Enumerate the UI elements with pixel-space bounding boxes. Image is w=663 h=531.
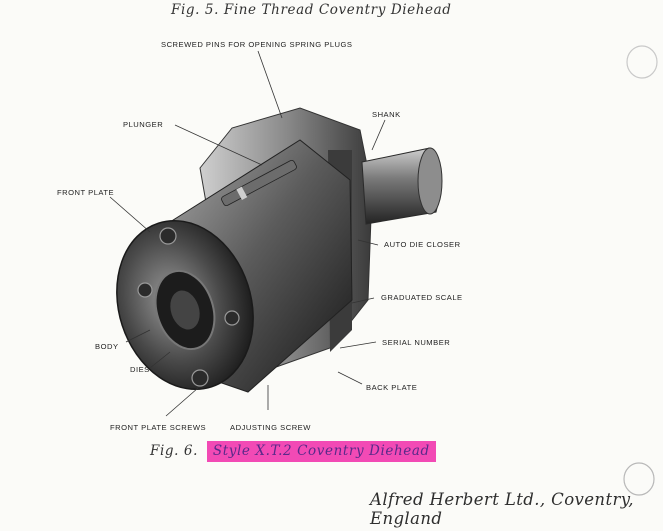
leader-plunger <box>174 124 263 166</box>
figure-5-caption: Fig. 5. Fine Thread Coventry Diehead <box>171 2 452 18</box>
figure-6-prefix: Fig. 6. <box>150 443 198 459</box>
die-bore <box>170 290 200 330</box>
publisher-footer: Alfred Herbert Ltd., Coventry, England <box>370 490 634 528</box>
leader-back-plate <box>337 371 363 385</box>
label-shank: SHANK <box>372 110 401 119</box>
front-plate-screw-top <box>159 227 177 245</box>
leader-dies <box>149 351 171 369</box>
leader-shank <box>371 119 386 151</box>
shank-end <box>417 147 443 215</box>
figure-6-caption: Fig. 6. Style X.T.2 Coventry Diehead <box>150 441 436 462</box>
leader-auto-die-closer <box>357 239 379 246</box>
label-front-plate: FRONT PLATE <box>57 188 115 197</box>
figure-6-highlight[interactable]: Style X.T.2 Coventry Diehead <box>206 441 436 462</box>
label-plunger: PLUNGER <box>123 120 164 129</box>
label-screwed-pins: SCREWED PINS FOR OPENING SPRING PLUGS <box>161 40 353 49</box>
front-plate-screw-left <box>137 282 153 298</box>
leader-screwed-pins <box>257 50 283 119</box>
label-back-plate: BACK PLATE <box>366 383 418 392</box>
binder-hole-bottom <box>623 462 655 496</box>
leader-front-plate-screws <box>165 387 199 417</box>
leader-front-plate <box>109 196 151 233</box>
front-plate-screw-right <box>224 310 240 326</box>
label-graduated-scale: GRADUATED SCALE <box>381 293 463 302</box>
binder-hole-top <box>626 45 658 79</box>
label-front-plate-screws: FRONT PLATE SCREWS <box>110 423 207 432</box>
label-body: BODY <box>95 342 119 351</box>
label-dies: DIES <box>130 365 150 374</box>
leader-body <box>125 329 151 343</box>
label-adjusting-screw: ADJUSTING SCREW <box>230 423 311 432</box>
label-auto-die-closer: AUTO DIE CLOSER <box>384 240 461 249</box>
leader-serial-number <box>339 341 377 349</box>
plunger-thread <box>236 186 248 200</box>
leader-graduated-scale <box>351 297 375 304</box>
front-plate-screw-bottom <box>191 369 209 387</box>
label-serial-number: SERIAL NUMBER <box>382 338 451 347</box>
